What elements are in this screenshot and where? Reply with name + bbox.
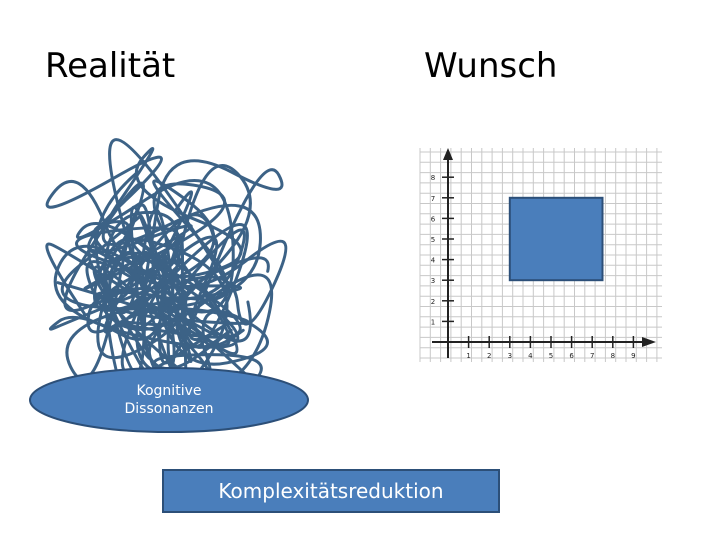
dissonance-ellipse [29, 367, 309, 433]
scribble-stroke [63, 164, 274, 395]
x-tick-label: 5 [549, 352, 553, 360]
y-tick-label: 5 [431, 236, 435, 244]
y-tick-label: 8 [431, 174, 435, 182]
x-tick-label: 1 [466, 352, 470, 360]
title-wunsch: Wunsch [424, 46, 558, 86]
x-tick-label: 7 [590, 352, 594, 360]
x-tick-label: 4 [528, 352, 533, 360]
y-tick-label: 7 [431, 195, 435, 203]
y-tick-label: 4 [431, 257, 436, 265]
complexity-reduction-label: Komplexitätsreduktion [218, 479, 444, 503]
y-axis-arrow [443, 148, 453, 160]
x-tick-label: 2 [487, 352, 491, 360]
x-axis-arrow [642, 337, 656, 347]
complexity-scribble [29, 138, 309, 433]
y-tick-label: 1 [431, 318, 435, 326]
coordinate-grid: 1 2 3 4 5 6 7 8 9 1 2 3 4 5 6 7 8 [419, 148, 662, 362]
tick-labels: 1 2 3 4 5 6 7 8 9 1 2 3 4 5 6 7 8 [431, 174, 636, 360]
x-tick-label: 9 [631, 352, 635, 360]
target-square [508, 196, 604, 282]
x-tick-label: 6 [569, 352, 574, 360]
title-realitaet: Realität [45, 46, 176, 86]
x-tick-label: 3 [508, 352, 512, 360]
complexity-reduction-box: Komplexitätsreduktion [162, 469, 500, 513]
x-tick-label: 8 [611, 352, 615, 360]
y-tick-label: 2 [431, 298, 435, 306]
y-tick-label: 6 [431, 215, 436, 223]
y-tick-label: 3 [431, 277, 435, 285]
